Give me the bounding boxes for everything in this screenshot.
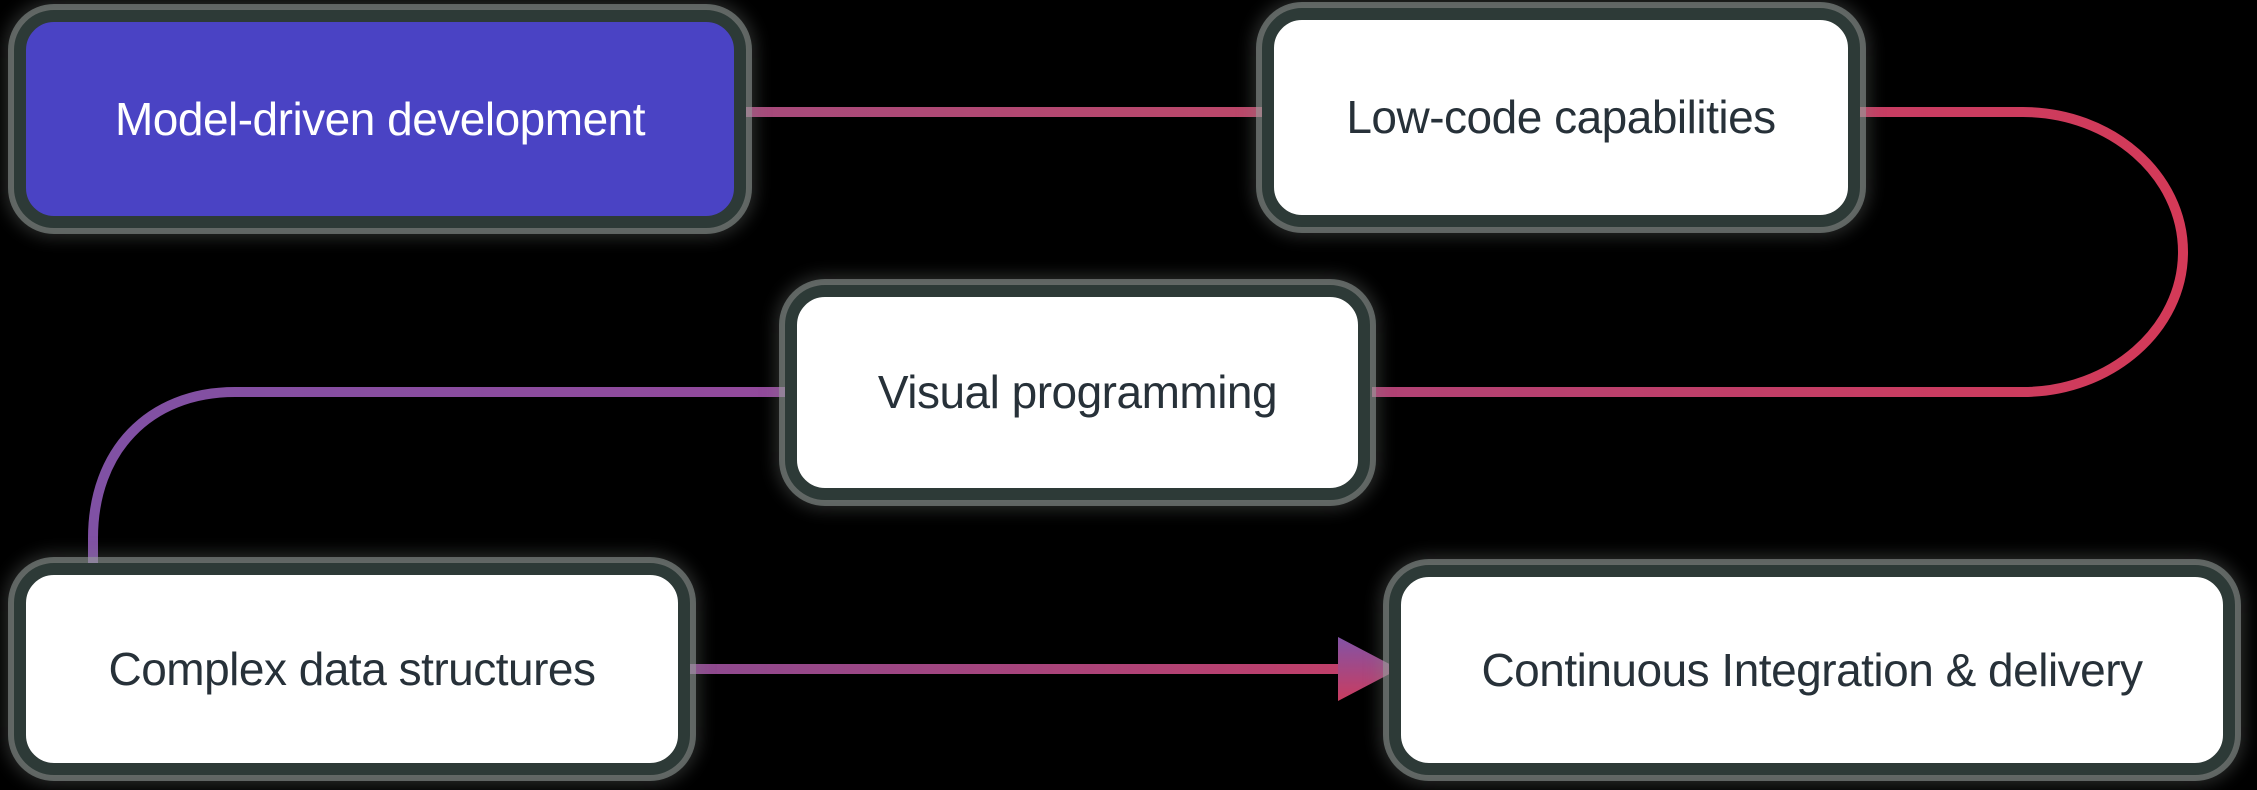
node-visual-programming[interactable]: Visual programming (785, 285, 1370, 500)
node-label-low-code-capabilities: Low-code capabilities (1346, 91, 1776, 144)
node-model-driven-development[interactable]: Model-driven development (14, 10, 746, 228)
node-label-continuous-integration-delivery: Continuous Integration & delivery (1481, 643, 2143, 696)
node-complex-data-structures[interactable]: Complex data structures (14, 563, 690, 775)
node-label-complex-data-structures: Complex data structures (108, 642, 596, 695)
node-label-model-driven-development: Model-driven development (114, 92, 646, 145)
arrowhead (1338, 637, 1399, 701)
edge-lowcode-to-visual[interactable] (1372, 107, 2189, 397)
edge-visual-to-complex[interactable] (88, 387, 789, 572)
node-label-visual-programming: Visual programming (877, 366, 1278, 419)
node-continuous-integration-delivery[interactable]: Continuous Integration & delivery (1389, 565, 2235, 775)
edge-complex-to-ci[interactable] (684, 637, 1399, 701)
node-low-code-capabilities[interactable]: Low-code capabilities (1262, 8, 1860, 227)
